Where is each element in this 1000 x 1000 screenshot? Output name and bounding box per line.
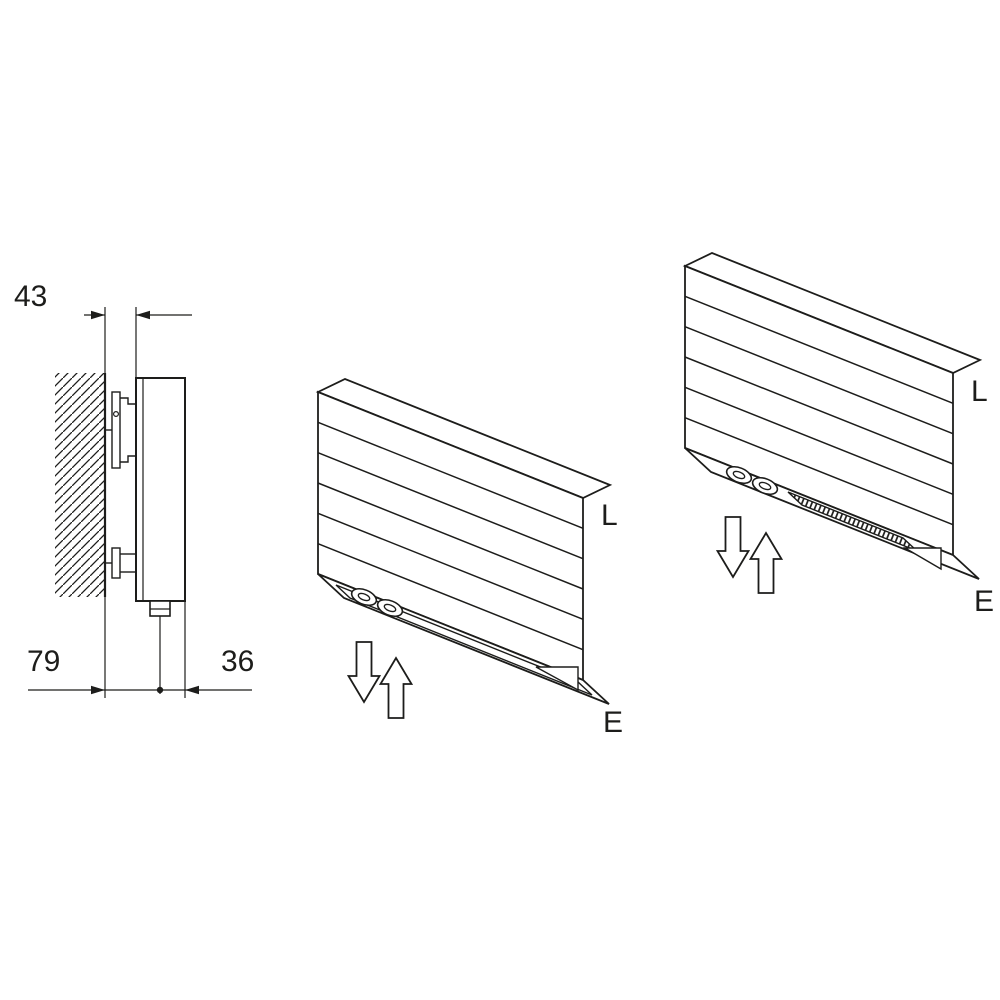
dimension-depth: 43 bbox=[14, 280, 192, 378]
dimension-connections: 79 36 bbox=[27, 597, 254, 698]
flow-arrow-down-icon bbox=[715, 516, 751, 579]
dim-arrow-icon bbox=[91, 310, 105, 320]
valve-connection bbox=[376, 598, 404, 618]
radiator-iso-view-channel: L E bbox=[315, 378, 623, 739]
valve-connection bbox=[751, 476, 779, 496]
valve-inner bbox=[758, 481, 772, 491]
flow-arrow-down-icon bbox=[346, 641, 382, 704]
dim-arrow-icon bbox=[185, 685, 199, 695]
wall-bracket-bottom bbox=[105, 547, 136, 579]
dim-arrow-icon bbox=[136, 310, 150, 320]
dim-wall-to-pipe-label: 79 bbox=[27, 645, 60, 678]
bottom-valve bbox=[149, 600, 171, 694]
valve-inner bbox=[383, 603, 397, 613]
air-inlet-label: E bbox=[603, 706, 623, 739]
dim-depth-label: 43 bbox=[14, 280, 47, 313]
channel-end-triangle bbox=[535, 666, 579, 692]
side-view: 43 79 36 bbox=[14, 280, 254, 698]
air-outlet-label: L bbox=[971, 375, 988, 408]
valve-inner bbox=[357, 592, 371, 602]
slat-lines bbox=[317, 421, 584, 651]
slat-lines bbox=[684, 295, 954, 526]
dim-pipe-to-front-label: 36 bbox=[221, 645, 254, 678]
bracket-pin-icon bbox=[112, 411, 119, 418]
wall-bracket-top bbox=[105, 391, 136, 469]
air-outlet-label: L bbox=[601, 499, 618, 532]
valve-connection bbox=[725, 465, 753, 485]
bracket-hook-top bbox=[120, 397, 136, 405]
air-inlet-label: E bbox=[974, 585, 994, 618]
valve-connection bbox=[350, 587, 378, 607]
bracket-hook-bottom bbox=[120, 455, 136, 463]
wall-section bbox=[55, 373, 105, 597]
bracket-rail bbox=[111, 547, 121, 579]
bracket-rail bbox=[111, 391, 121, 469]
dim-point bbox=[156, 686, 164, 694]
channel-end-triangle bbox=[902, 547, 942, 571]
flow-arrow-up-icon bbox=[748, 531, 784, 594]
radiator-side-profile bbox=[135, 377, 186, 602]
radiator-iso-view-grille: L E bbox=[682, 252, 994, 618]
flow-arrow-up-icon bbox=[378, 656, 414, 719]
valve-inner bbox=[732, 470, 746, 480]
dim-arrow-icon bbox=[91, 685, 105, 695]
